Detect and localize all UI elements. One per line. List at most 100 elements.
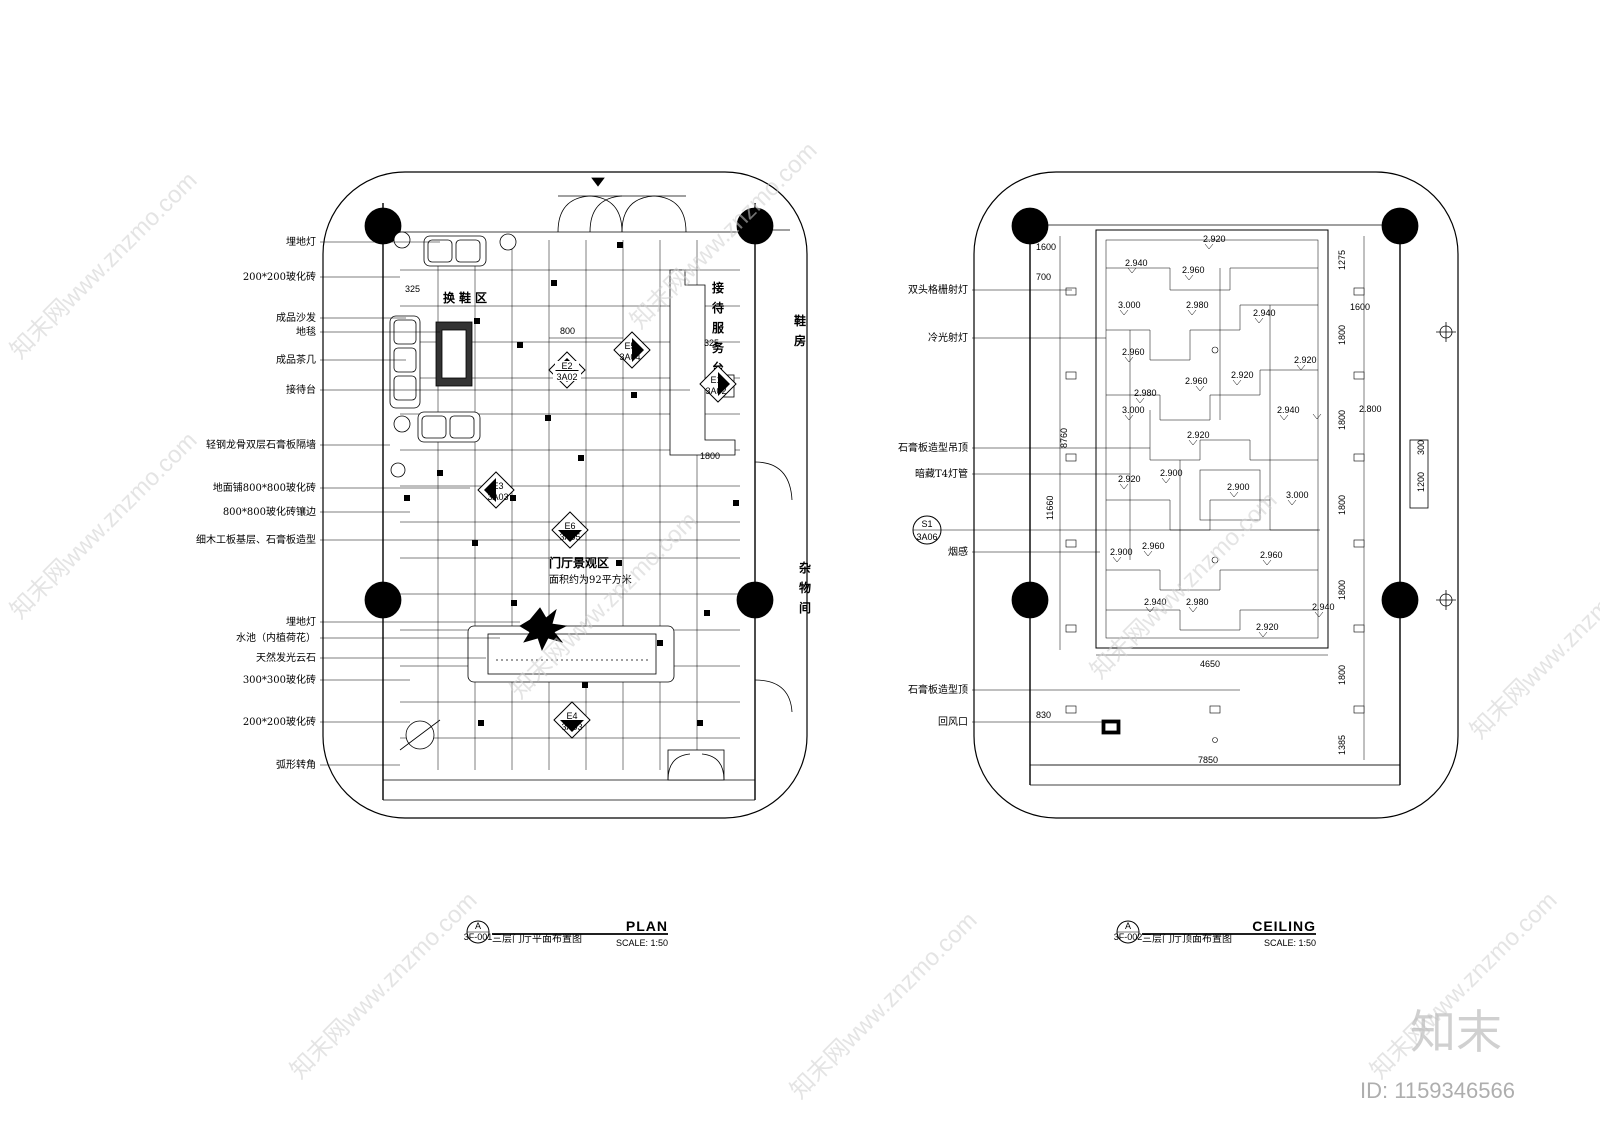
dim-label: 1600 — [1350, 302, 1370, 312]
svg-text:3A05: 3A05 — [559, 532, 580, 542]
height-label: 2.980 — [1134, 388, 1157, 398]
height-label: 2.940 — [1144, 597, 1167, 607]
height-label: 2.960 — [1260, 550, 1283, 560]
svg-text:E5: E5 — [624, 341, 635, 351]
section-tag: S1 3A06 — [912, 515, 942, 545]
dim-label: 325 — [704, 338, 719, 348]
svg-text:E2: E2 — [561, 361, 572, 371]
height-label: 2.920 — [1118, 474, 1141, 484]
elevation-tag: E5 3A04 — [613, 331, 651, 369]
plan-dims: 800 325 325 1800 — [405, 284, 720, 461]
svg-text:知末网www.znzmo.com: 知末网www.znzmo.com — [5, 427, 202, 624]
column-marker — [1011, 207, 1049, 245]
room-hall: 门厅景观区 — [549, 555, 609, 570]
elevation-tag: E3 3A03 — [477, 471, 515, 509]
dim-label: 300 — [1416, 440, 1426, 455]
column-marker — [364, 207, 402, 245]
dim-label: 7850 — [1198, 755, 1218, 765]
plan-scale: SCALE: 1:50 — [616, 938, 668, 948]
ceiling-label: 回风口 — [938, 716, 968, 728]
pond — [467, 607, 675, 683]
ceiling-subtitle: 三层门厅顶面布置图 — [1142, 932, 1232, 945]
room-shoe-room: 房 — [794, 333, 806, 348]
svg-text:知末网www.znzmo.com: 知末网www.znzmo.com — [5, 167, 202, 364]
height-label: 2.980 — [1186, 300, 1209, 310]
ceiling-dims: 1600 700 8760 11660 830 1275 1600 1800 1… — [1036, 242, 1426, 765]
height-label: 2.900 — [1160, 468, 1183, 478]
elevation-tags: E2 3A02 E5 3A04 E1 3A02 E3 3A03 E6 3A05 … — [477, 331, 737, 739]
ceiling-label: 石膏板造型顶 — [908, 683, 968, 696]
column-marker — [1381, 207, 1419, 245]
plan-label: 成品沙发 — [276, 311, 316, 324]
elevation-tag: E1 3A02 — [699, 365, 737, 403]
ceiling-labels: 双头格栅射灯 冷光射灯 石膏板造型吊顶 暗藏T4灯管 烟感 石膏板造型顶 回风口 — [898, 283, 968, 728]
height-label: 2.940 — [1125, 258, 1148, 268]
svg-text:知末网www.znzmo.com: 知末网www.znzmo.com — [1465, 547, 1600, 744]
height-label: 2.940 — [1277, 405, 1300, 415]
height-label: 2.920 — [1187, 430, 1210, 440]
svg-text:A: A — [475, 921, 481, 931]
svg-text:E1: E1 — [710, 375, 721, 385]
sofa-group — [389, 231, 517, 478]
ceiling-label: 双头格栅射灯 — [908, 283, 968, 296]
plan-subtitle: 三层门厅平面布置图 — [492, 932, 582, 945]
svg-text:知末网www.znzmo.com: 知末网www.znzmo.com — [285, 887, 482, 1084]
svg-text:3A03: 3A03 — [561, 722, 582, 732]
dim-label: 1800 — [1337, 580, 1347, 600]
ceiling-label: 暗藏T4灯管 — [915, 467, 968, 480]
plan-label: 成品茶几 — [276, 353, 316, 366]
height-label: 2.960 — [1182, 265, 1205, 275]
plan-label: 埋地灯 — [286, 235, 316, 248]
watermark-logo: 知末 — [1410, 1005, 1502, 1059]
ceiling-scale: SCALE: 1:50 — [1264, 938, 1316, 948]
height-label: 2.900 — [1227, 482, 1250, 492]
height-label: 2.960 — [1185, 376, 1208, 386]
room-storage: 间 — [799, 600, 811, 615]
ceiling-boundary — [973, 171, 1459, 819]
height-label: 2.980 — [1186, 597, 1209, 607]
elevation-tag: E6 3A05 — [551, 511, 589, 549]
svg-text:S1: S1 — [921, 519, 932, 529]
room-storage: 杂 — [799, 560, 811, 575]
height-label: 2.920 — [1256, 622, 1279, 632]
plan-label: 地毯 — [296, 325, 316, 338]
ceiling-title-block: A 3F-002 三层门厅顶面布置图 CEILING SCALE: 1:50 — [1114, 918, 1316, 948]
dim-label: 1600 — [1036, 242, 1056, 252]
dim-label: 830 — [1036, 710, 1051, 720]
plan-label: 水池（内植荷花） — [236, 631, 316, 644]
height-label: 3.000 — [1122, 405, 1145, 415]
dim-label: 800 — [560, 326, 575, 336]
dim-label: 1800 — [1337, 665, 1347, 685]
svg-text:知末网www.znzmo.com: 知末网www.znzmo.com — [1085, 487, 1282, 684]
dim-label: 8760 — [1059, 428, 1069, 448]
dim-label: 1800 — [1337, 325, 1347, 345]
dim-label: 1200 — [1416, 472, 1426, 492]
height-label: 3.000 — [1118, 300, 1141, 310]
height-label: 2.960 — [1142, 541, 1165, 551]
dim-label: 1800 — [1337, 495, 1347, 515]
plan-rooms: 换鞋区 接 待 服 务 台 鞋 房 门厅景观区 面积约为92平方米 杂 物 间 — [443, 280, 811, 615]
svg-text:3A02: 3A02 — [556, 372, 577, 382]
watermark-id: ID: 1159346566 — [1360, 1078, 1515, 1103]
plan-title-block: A 3F-001 三层门厅平面布置图 PLAN SCALE: 1:50 — [464, 918, 668, 948]
plan-label: 细木工板基层、石膏板造型 — [196, 533, 316, 546]
elevation-tag: E2 3A02 — [548, 351, 586, 389]
ceiling-label: 冷光射灯 — [928, 331, 968, 344]
plan-label: 接待台 — [286, 383, 316, 396]
ceiling-leaders — [940, 289, 1320, 723]
plan-label: 200*200玻化砖 — [243, 270, 316, 283]
height-label: 2.920 — [1203, 234, 1226, 244]
height-label: 2.920 — [1231, 370, 1254, 380]
svg-text:E4: E4 — [566, 711, 577, 721]
height-label: 2.960 — [1122, 347, 1145, 357]
height-label: 2.940 — [1253, 308, 1276, 318]
plan-boundary — [322, 171, 808, 819]
dim-label: 4650 — [1200, 659, 1220, 669]
svg-text:3A06: 3A06 — [916, 532, 937, 542]
ceiling-label: 石膏板造型吊顶 — [898, 441, 968, 454]
ceiling-title: CEILING — [1252, 918, 1316, 934]
dim-label: 325 — [405, 284, 420, 294]
plan-drawing — [322, 171, 808, 819]
room-reception: 服 — [712, 320, 725, 335]
